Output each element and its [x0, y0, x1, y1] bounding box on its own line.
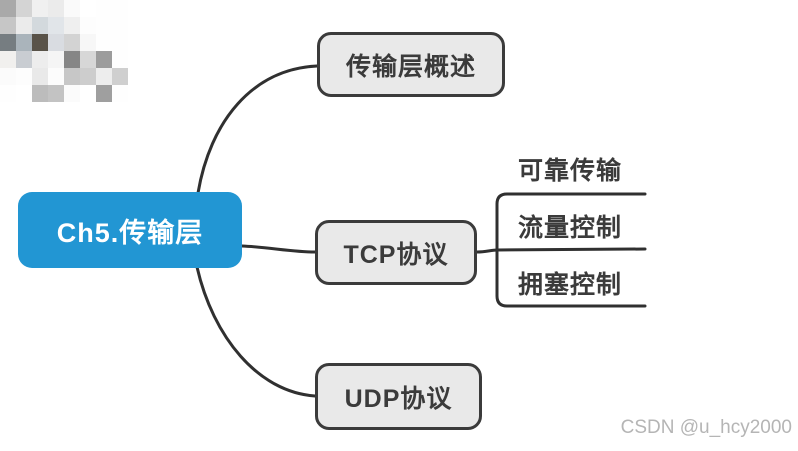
branch-label-tcp: TCP协议	[343, 240, 449, 269]
mosaic-cell	[0, 0, 16, 17]
mosaic-cell	[16, 17, 32, 34]
mosaic-cell	[32, 68, 48, 85]
mosaic-cell	[32, 0, 48, 17]
mosaic-cell	[16, 34, 32, 51]
mosaic-cell	[32, 17, 48, 34]
mosaic-cell	[0, 85, 16, 102]
subtopic-reliable-transmission: 可靠传输	[517, 157, 622, 185]
connector-root-to-tcp	[240, 244, 317, 254]
mosaic-cell	[112, 17, 128, 34]
branch-node-udp: UDP协议	[315, 363, 482, 430]
branch-node-overview: 传输层概述	[317, 32, 505, 97]
mosaic-cell	[48, 85, 64, 102]
mosaic-cell	[48, 51, 64, 68]
csdn-watermark: CSDN @u_hcy2000	[620, 417, 792, 438]
mosaic-cell	[48, 17, 64, 34]
mosaic-cell	[0, 34, 16, 51]
root-topic-node: Ch5.传输层	[18, 192, 242, 268]
mosaic-cell	[0, 17, 16, 34]
mosaic-cell	[112, 68, 128, 85]
mosaic-cell	[80, 51, 96, 68]
mosaic-cell	[112, 85, 128, 102]
mosaic-cell	[64, 85, 80, 102]
mosaic-cell	[64, 68, 80, 85]
mosaic-cell	[32, 85, 48, 102]
mosaic-cell	[64, 17, 80, 34]
mosaic-cell	[80, 0, 96, 17]
mosaic-cell	[96, 17, 112, 34]
mosaic-cell	[16, 51, 32, 68]
mosaic-cell	[64, 51, 80, 68]
connector-tcp-to-middle-child	[475, 247, 647, 254]
connector-root-to-overview	[196, 64, 319, 195]
mosaic-cell	[112, 0, 128, 17]
subtopic-congestion-control: 拥塞控制	[517, 271, 622, 299]
mosaic-cell	[96, 85, 112, 102]
mosaic-cell	[112, 34, 128, 51]
mosaic-cell	[48, 34, 64, 51]
branch-node-tcp: TCP协议	[315, 220, 477, 285]
root-topic-label: Ch5.传输层	[56, 217, 204, 248]
pixelated-region	[0, 0, 128, 102]
mosaic-cell	[96, 68, 112, 85]
mosaic-cell	[32, 51, 48, 68]
mosaic-cell	[64, 34, 80, 51]
mosaic-cell	[16, 68, 32, 85]
mosaic-cell	[32, 34, 48, 51]
mosaic-cell	[0, 51, 16, 68]
mosaic-cell	[80, 68, 96, 85]
mosaic-cell	[80, 34, 96, 51]
mosaic-cell	[96, 34, 112, 51]
branch-label-udp: UDP协议	[344, 384, 453, 413]
mosaic-cell	[112, 51, 128, 68]
mosaic-cell	[16, 0, 32, 17]
mosaic-cell	[0, 68, 16, 85]
mosaic-cell	[80, 85, 96, 102]
mosaic-cell	[96, 0, 112, 17]
connector-root-to-udp	[195, 265, 317, 398]
mosaic-cell	[48, 0, 64, 17]
mosaic-cell	[80, 17, 96, 34]
mosaic-cell	[96, 51, 112, 68]
mosaic-cell	[64, 0, 80, 17]
subtopic-flow-control: 流量控制	[517, 214, 622, 242]
mosaic-cell	[16, 85, 32, 102]
mosaic-cell	[48, 68, 64, 85]
branch-label-overview: 传输层概述	[345, 52, 476, 81]
